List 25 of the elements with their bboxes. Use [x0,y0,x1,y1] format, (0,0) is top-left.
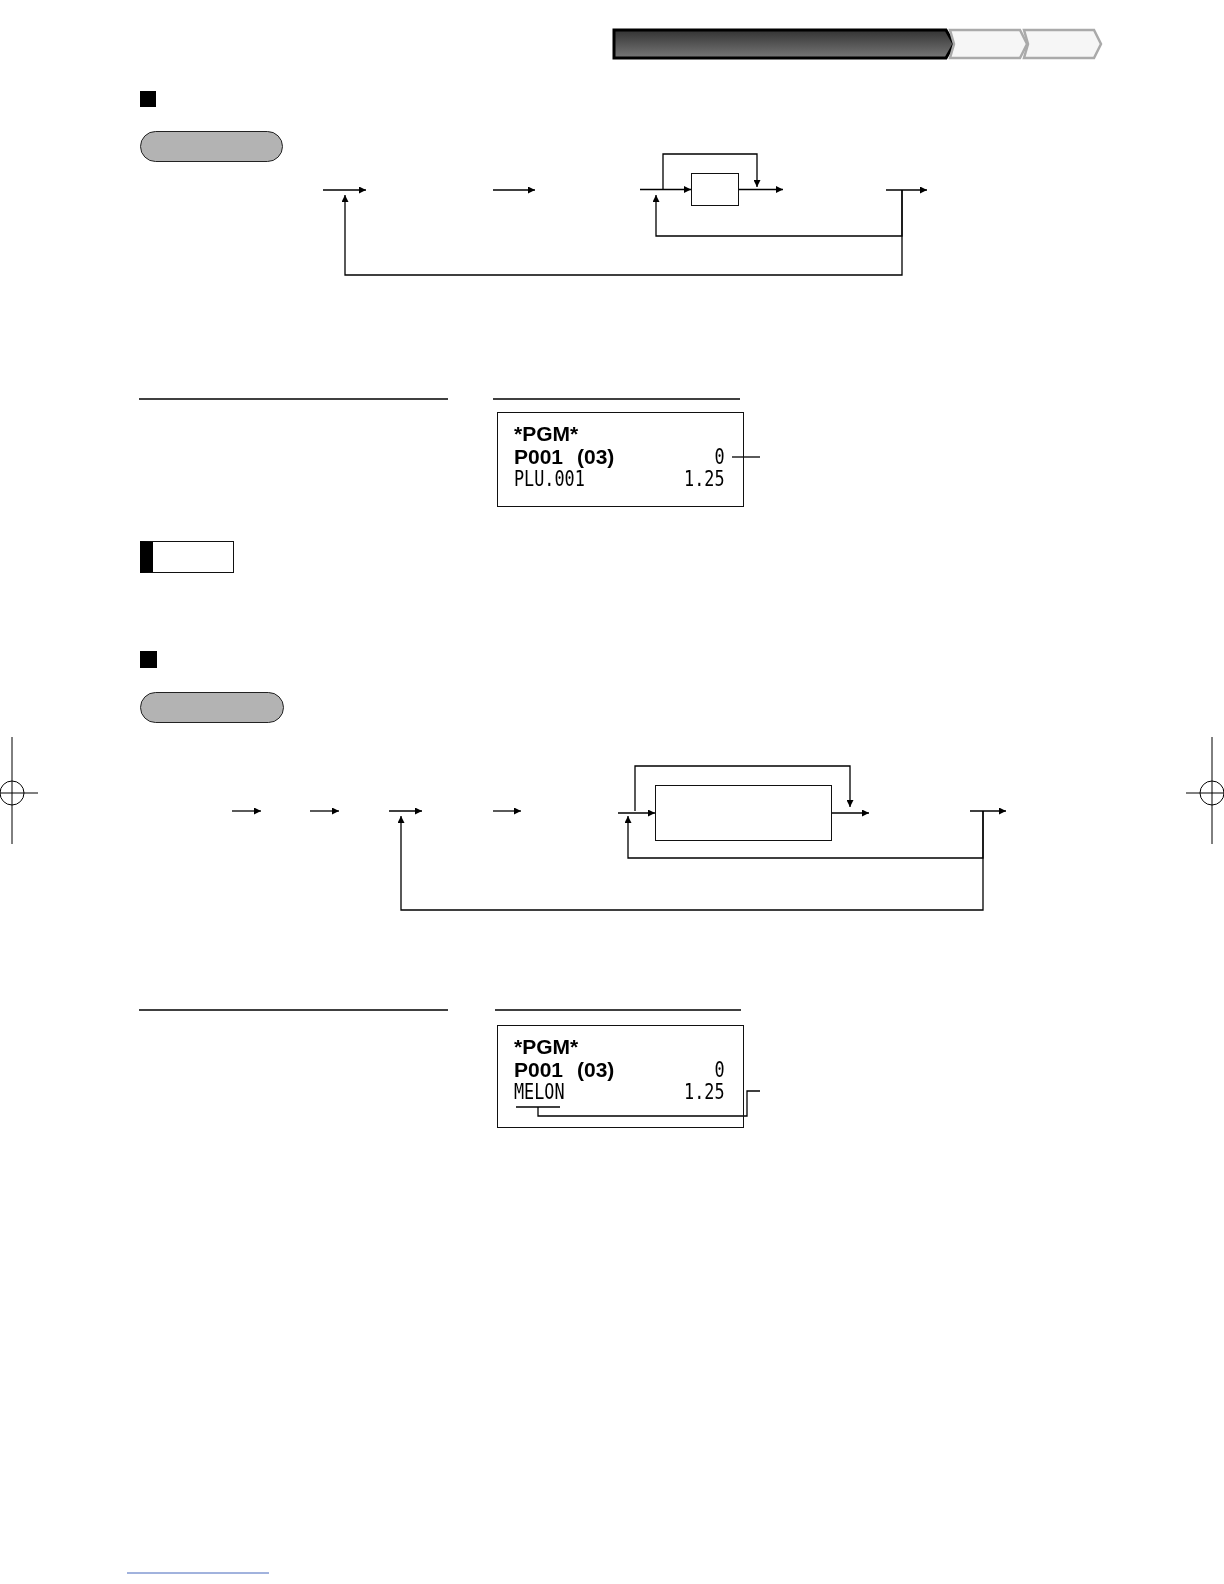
receipt-printout [497,1025,744,1128]
arrow [617,809,656,817]
item-price: 1.25 [684,469,725,490]
arrow [738,186,784,193]
receipt-printout [497,412,744,507]
leader-line [731,456,761,458]
item-name: PLU.001 [514,469,585,490]
item-price: 1.25 [684,1082,725,1103]
receipt-header: *PGM* [514,423,579,444]
key-label-pill [140,692,284,723]
key-label-pill [140,131,283,162]
program-number: P001 [514,446,564,467]
receipt-value: 0 [714,447,725,468]
receipt-code: (03) [577,1059,615,1080]
arrow [639,186,692,193]
leader-line [537,1090,761,1117]
note-box [140,541,234,573]
receipt-code: (03) [577,446,615,467]
item-name: MELON [514,1082,565,1103]
program-number: P001 [514,1059,564,1080]
key-box [655,785,832,841]
arrow [831,809,870,817]
receipt-header: *PGM* [514,1036,579,1057]
key-box [691,173,739,206]
receipt-value: 0 [714,1060,725,1081]
